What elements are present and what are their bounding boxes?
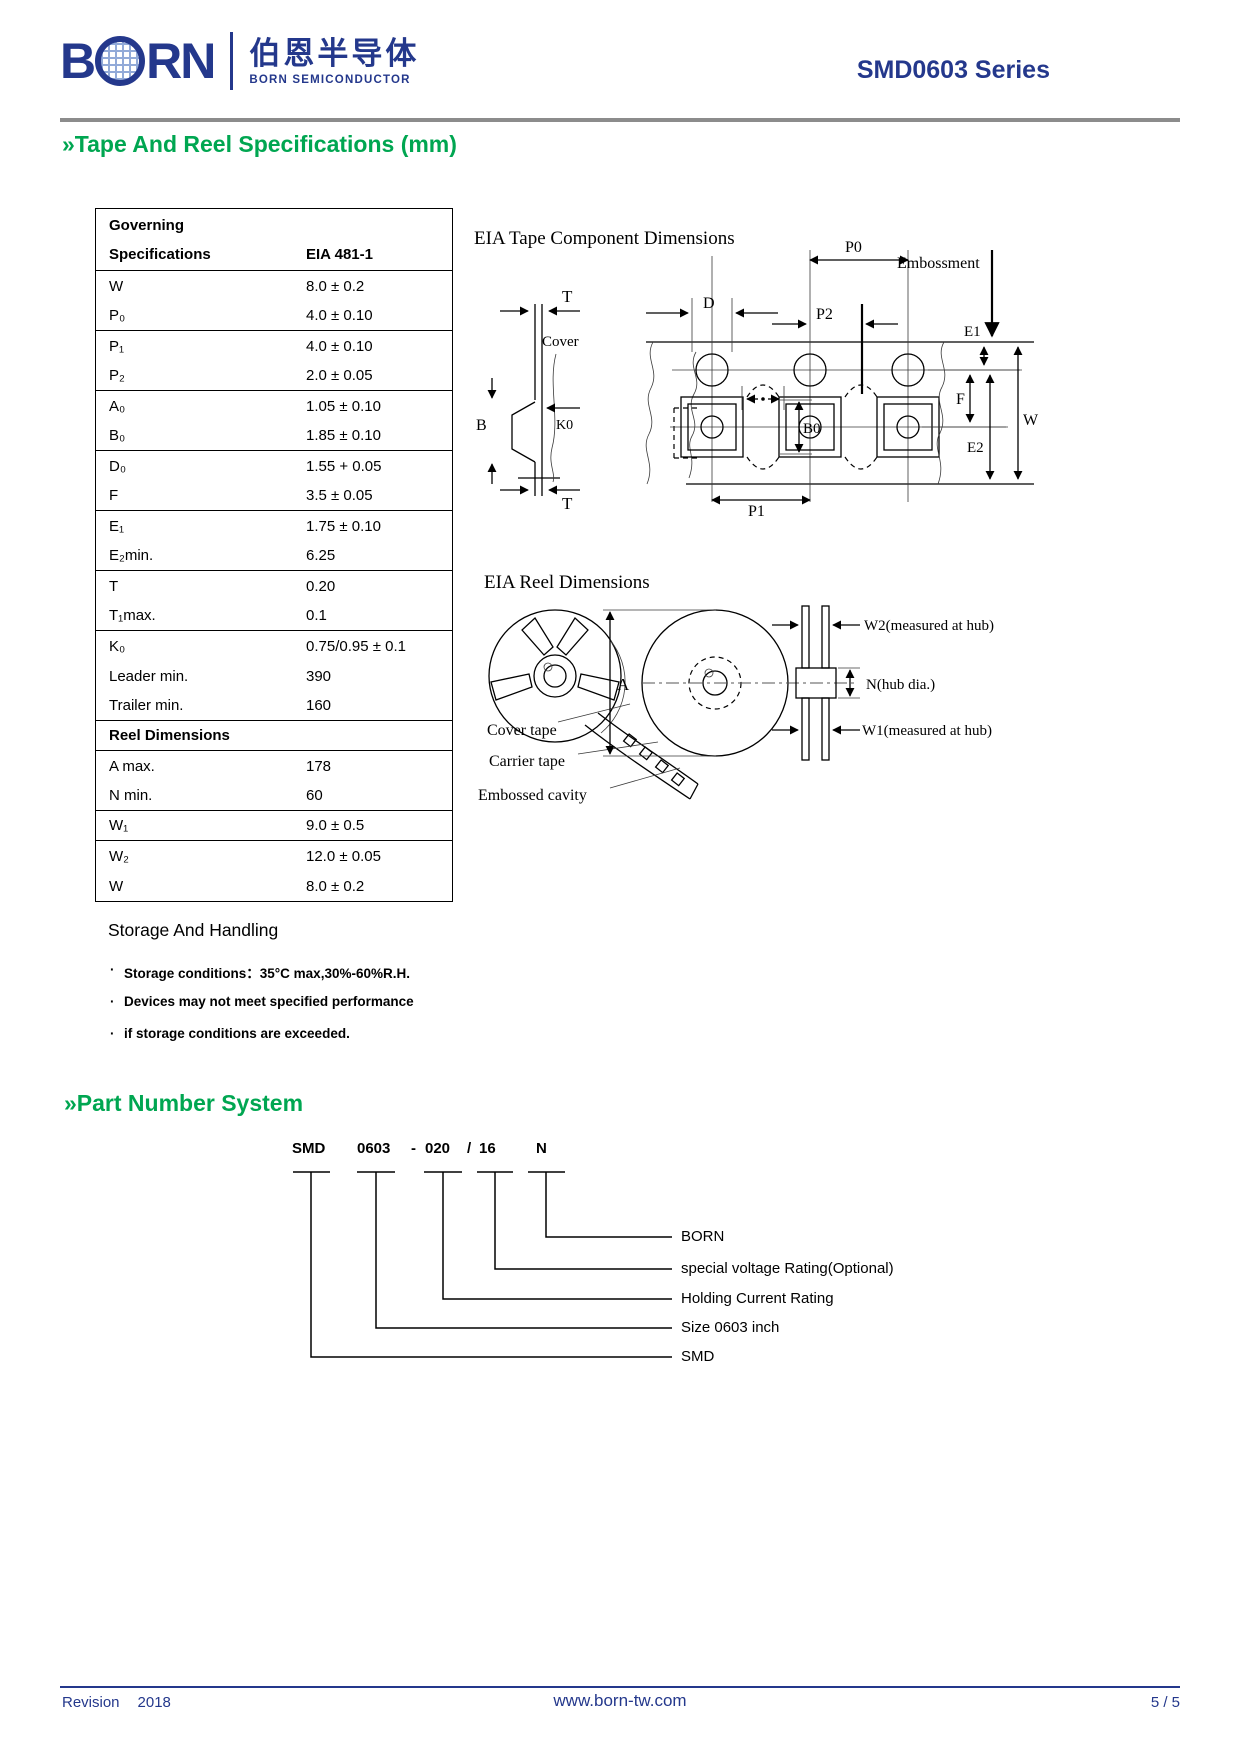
reel-3d-view: Cover tape Carrier tape Embossed cavity [478,609,699,804]
part-token-n: N [536,1140,547,1157]
legend-size: Size 0603 inch [681,1319,780,1336]
logo-subtitle: BORN SEMICONDUCTOR [249,74,411,87]
table-row: T₁max.0.1 [96,601,452,631]
logo-text-block: 伯恩半导体 BORN SEMICONDUCTOR [249,36,419,87]
table-row: Leader min.390 [109,667,332,685]
cover-tape-label: Cover tape [487,722,557,739]
part-token-dash: - [411,1140,416,1157]
dim-label-f: F [956,391,965,408]
dim-label-p2: P2 [816,306,833,323]
reel-side-view: W2(measured at hub) N(hub dia.) W1(measu… [772,605,994,761]
footer-website: www.born-tw.com [553,1691,687,1710]
dim-label-p0: P0 [845,239,862,256]
dim-label-w1: W1(measured at hub) [862,723,992,739]
table-row-reel-dimensions: Reel Dimensions [96,721,452,751]
storage-title: Storage And Handling [108,920,279,940]
carrier-tape-label: Carrier tape [489,753,565,770]
part-number-connector-lines [293,1171,672,1358]
dim-label-a: A [617,675,630,694]
spec-header-line1: Governing [109,217,185,234]
wafer-o-icon [95,36,146,86]
part-token-smd: SMD [292,1140,326,1157]
dim-label-b: B [476,417,487,434]
tape-dimensions-diagram: EIA Tape Component Dimensions T Cover B … [474,228,1039,520]
embossed-cavity-label: Embossed cavity [478,787,587,804]
dim-label-w2: W2(measured at hub) [864,618,994,634]
footer-page-number: 5 / 5 [1150,1694,1180,1711]
table-row: A max.178 [109,757,332,775]
legend-born: BORN [681,1228,725,1245]
list-item: · if storage conditions are exceeded. [110,1026,350,1041]
dim-label-w: W [1023,412,1039,429]
spec-header-value: EIA 481-1 [306,246,373,263]
born-wordmark: B RN [60,33,216,89]
spec-header-line2: Specifications [109,246,211,263]
dim-label-d: D [703,295,715,312]
storage-bullets: · Storage conditions：35°C max,30%-60%R.H… [110,962,414,1058]
dim-label-t-bottom: T [562,494,573,513]
tape-diagram-title: EIA Tape Component Dimensions [474,228,735,249]
series-title: SMD0603 Series [856,56,1050,84]
tape-top-view: P0 D P2 Embossment B0 [645,239,1039,520]
dim-label-b0: B0 [803,421,821,437]
footer-rule [60,1686,1180,1688]
reel-dimensions-diagram: EIA Reel Dimensions Cover ta [478,572,994,804]
reel-diagram-title: EIA Reel Dimensions [484,572,650,593]
logo-letters-rn: RN [146,33,216,89]
part-token-voltage: 16 [479,1140,496,1157]
legend-voltage: special voltage Rating(Optional) [681,1260,894,1277]
bullet-icon: · [110,1026,115,1041]
table-row: Trailer min.160 [96,691,452,721]
embossment-label: Embossment [897,255,980,272]
tape-side-profile: T Cover B K0 T [476,287,580,513]
dim-label-p1: P1 [748,503,765,520]
bullet-icon: · [110,962,115,977]
section-title-tape-reel: »Tape And Reel Specifications (mm) [62,131,457,157]
dim-label-cover: Cover [542,334,579,350]
dim-label-t-top: T [562,287,573,306]
legend-current: Holding Current Rating [681,1290,834,1307]
list-item: · Storage conditions：35°C max,30%-60%R.H… [110,962,410,981]
table-row: N min.60 [96,781,452,811]
list-item: · Devices may not meet specified perform… [110,994,414,1009]
part-token-size: 0603 [357,1140,391,1157]
part-token-slash: / [467,1140,472,1157]
table-row: E₂min.6.25 [96,541,452,571]
dim-label-e2: E2 [967,440,984,456]
legend-smd: SMD [681,1348,715,1365]
part-token-current: 020 [425,1140,451,1157]
dim-label-k0: K0 [556,418,573,433]
logo-chinese-name: 伯恩半导体 [249,35,420,71]
section-title-part-number: »Part Number System [64,1090,304,1116]
bullet-icon: · [110,994,115,1009]
dim-label-n: N(hub dia.) [866,677,935,693]
born-logo: B RN 伯恩半导体 BORN SEMICONDUCTOR [60,32,419,90]
dim-label-e1: E1 [964,324,981,340]
reel-front-view: A [603,609,858,757]
logo-divider [230,32,234,90]
footer-revision: Revision 2018 [62,1694,171,1711]
header-rule [60,118,1180,122]
spec-table-header: Governing Specifications EIA 481-1 [96,209,452,271]
logo-letter-b: B [60,33,96,89]
